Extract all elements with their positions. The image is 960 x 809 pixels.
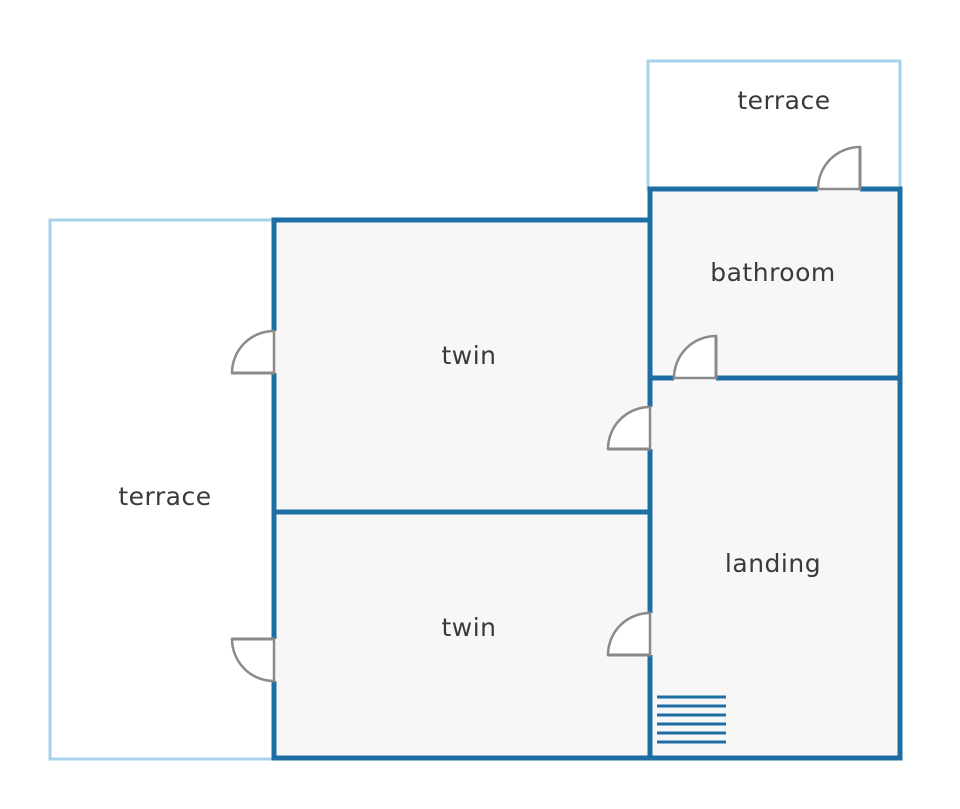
door-left-terrace-lower[interactable] [230, 637, 276, 683]
room-label-bathroom: bathroom [710, 258, 836, 287]
door-bathroom-landing[interactable] [672, 334, 718, 380]
twin-upper-area [274, 220, 650, 512]
room-label-terrace-top: terrace [737, 86, 830, 115]
twin-lower-area [274, 512, 650, 758]
landing-area [650, 378, 900, 758]
door-twin-lower-landing[interactable] [606, 611, 652, 657]
room-label-twin-upper: twin [441, 341, 496, 370]
door-bathroom-terrace[interactable] [816, 145, 862, 191]
terrace-left-area [48, 218, 276, 761]
staircase [657, 695, 726, 744]
room-label-terrace-left: terrace [118, 482, 211, 511]
room-label-twin-lower: twin [441, 613, 496, 642]
terrace-top-area [646, 59, 902, 191]
doors [230, 145, 862, 683]
door-twin-upper-landing[interactable] [606, 405, 652, 451]
room-label-landing: landing [725, 549, 821, 578]
door-left-terrace-upper[interactable] [230, 329, 276, 375]
